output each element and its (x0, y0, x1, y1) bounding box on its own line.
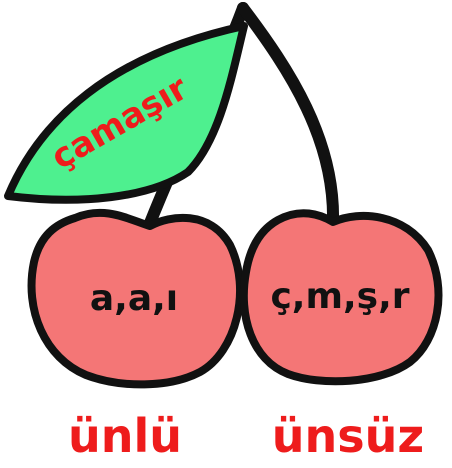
label-unlu: ünlü (68, 409, 182, 463)
cherry-right (239, 209, 443, 386)
label-unsuz: ünsüz (272, 409, 424, 463)
cherry-right-letters: ç,m,ş,r (270, 276, 409, 317)
cherry-left (27, 208, 245, 389)
cherry-left-letters: a,a,ı (90, 278, 178, 319)
leaf (4, 22, 248, 204)
